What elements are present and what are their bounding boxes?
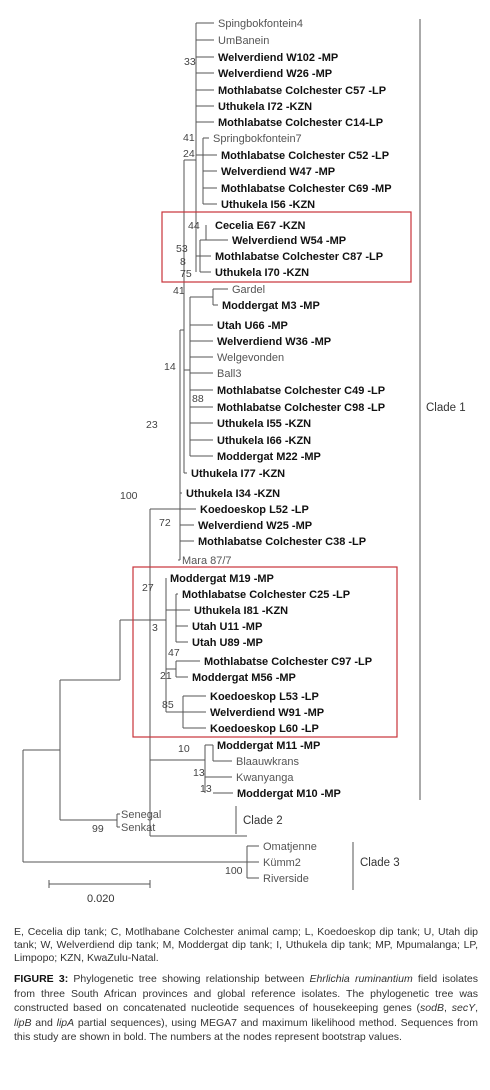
leaf-label: Welverdiend W25 -MP	[198, 520, 312, 532]
leaf-label: Mothlabatse Colchester C52 -LP	[221, 150, 389, 162]
caption-gene-secy: secY	[451, 1002, 476, 1014]
caption-text-2: field isolates from three South African …	[14, 973, 478, 1014]
leaf-label: Mara 87/7	[182, 555, 232, 567]
leaf-label: Utah U66 -MP	[217, 320, 288, 332]
leaf-label: Uthukela I55 -KZN	[217, 418, 311, 430]
leaf-label: Koedoeskop L53 -LP	[210, 691, 319, 703]
leaf-label: Springbokfontein7	[213, 133, 302, 145]
leaf-label: Riverside	[263, 873, 309, 885]
leaf-label: Uthukela I56 -KZN	[221, 199, 315, 211]
clade-2-label: Clade 2	[243, 815, 283, 827]
figure-label: FIGURE 3:	[14, 973, 69, 985]
leaf-label: Moddergat M19 -MP	[170, 573, 274, 585]
caption-sep-2: ,	[475, 1002, 478, 1014]
leaf-label: Welverdiend W102 -MP	[218, 52, 338, 64]
leaf-label: Utah U11 -MP	[192, 621, 262, 633]
bootstrap-value: 8	[180, 256, 186, 268]
caption-text-1: Phylogenetic tree showing relationship b…	[68, 973, 310, 985]
leaf-label: Uthukela I66 -KZN	[217, 435, 311, 447]
clade-1-label: Clade 1	[426, 402, 466, 414]
leaf-label: Koedoeskop L60 -LP	[210, 723, 319, 735]
bootstrap-value: 75	[180, 268, 192, 280]
leaf-label: Ball3	[217, 368, 241, 380]
bootstrap-value: 41	[183, 132, 195, 144]
leaf-label: Gardel	[232, 284, 265, 296]
leaf-label: Welverdiend W26 -MP	[218, 68, 332, 80]
leaf-label: Mothlabatse Colchester C69 -MP	[221, 183, 392, 195]
leaf-label: Welverdiend W36 -MP	[217, 336, 331, 348]
bootstrap-value: 23	[146, 419, 158, 431]
leaf-label: Uthukela I34 -KZN	[186, 488, 280, 500]
leaf-label: Uthukela I81 -KZN	[194, 605, 288, 617]
bootstrap-value: 100	[120, 490, 138, 502]
leaf-label: Senegal	[121, 809, 161, 821]
caption-gene-lipb: lipB	[14, 1016, 32, 1029]
leaf-label: Mothlabatse Colchester C25 -LP	[182, 589, 350, 601]
bootstrap-value: 3	[152, 622, 158, 634]
leaf-label: Mothlabatse Colchester C38 -LP	[198, 536, 366, 548]
leaf-label: Kwanyanga	[236, 772, 294, 784]
leaf-label: Welverdiend W54 -MP	[232, 235, 346, 247]
caption-species: Ehrlichia ruminantium	[309, 973, 413, 985]
caption-sep-3: and	[31, 1016, 57, 1029]
leaf-label: Omatjenne	[263, 841, 317, 853]
highlight-box-1	[161, 211, 412, 283]
scale-bar-label: 0.020	[87, 893, 115, 905]
bootstrap-value: 100	[225, 865, 243, 877]
bootstrap-value: 41	[173, 285, 185, 297]
leaf-label: Mothlabatse Colchester C97 -LP	[204, 656, 372, 668]
caption-text-3: partial sequences), using MEGA7 and maxi…	[14, 1016, 478, 1044]
leaf-label: Uthukela I72 -KZN	[218, 101, 312, 113]
bootstrap-value: 21	[160, 670, 172, 682]
leaf-label: Mothlabatse Colchester C57 -LP	[218, 85, 386, 97]
bootstrap-value: 33	[184, 56, 196, 68]
bootstrap-value: 24	[183, 148, 195, 160]
caption-sep-1: ,	[443, 1002, 452, 1014]
highlight-box-2	[132, 566, 398, 738]
caption-gene-lipa: lipA	[56, 1016, 75, 1029]
bootstrap-value: 47	[168, 647, 180, 659]
leaf-label: Welverdiend W47 -MP	[221, 166, 335, 178]
leaf-label: Uthukela I77 -KZN	[191, 468, 285, 480]
bootstrap-value: 85	[162, 699, 174, 711]
caption-abbreviations: E, Cecelia dip tank; C, Motlhabane Colch…	[14, 926, 478, 964]
leaf-label: Moddergat M56 -MP	[192, 672, 296, 684]
leaf-label: Kümm2	[263, 857, 301, 869]
leaf-label: Uthukela I70 -KZN	[215, 267, 309, 279]
leaf-label: Utah U89 -MP	[192, 637, 263, 649]
leaf-label: Moddergat M10 -MP	[237, 788, 341, 800]
leaf-label: Moddergat M22 -MP	[217, 451, 321, 463]
bootstrap-value: 53	[176, 243, 188, 255]
bootstrap-value: 13	[193, 767, 205, 779]
bootstrap-value: 27	[142, 582, 154, 594]
leaf-label: Mothlabatse Colchester C49 -LP	[217, 385, 385, 397]
leaf-label: Cecelia E67 -KZN	[215, 220, 306, 232]
leaf-label: Welverdiend W91 -MP	[210, 707, 324, 719]
leaf-label: Moddergat M11 -MP	[217, 740, 320, 752]
leaf-label: Mothlabatse Colchester C98 -LP	[217, 402, 385, 414]
clade-3-label: Clade 3	[360, 857, 400, 869]
caption-gene-sodb: sodB	[420, 1002, 444, 1014]
bootstrap-value: 99	[92, 823, 104, 835]
bootstrap-value: 88	[192, 393, 204, 405]
leaf-label: Mothlabatse Colchester C14-LP	[218, 117, 383, 129]
leaf-label: Welgevonden	[217, 352, 284, 364]
bootstrap-value: 13	[200, 783, 212, 795]
bootstrap-value: 10	[178, 743, 190, 755]
leaf-label: UmBanein	[218, 35, 269, 47]
bootstrap-value: 14	[164, 361, 176, 373]
leaf-label: Spingbokfontein4	[218, 18, 303, 30]
leaf-label: Moddergat M3 -MP	[222, 300, 320, 312]
bootstrap-value: 44	[188, 220, 200, 232]
leaf-label: Mothlabatse Colchester C87 -LP	[215, 251, 383, 263]
bootstrap-value: 72	[159, 517, 171, 529]
leaf-label: Blaauwkrans	[236, 756, 299, 768]
leaf-label: Koedoeskop L52 -LP	[200, 504, 309, 516]
figure-caption: FIGURE 3: Phylogenetic tree showing rela…	[14, 972, 478, 1045]
leaf-label: Senkat	[121, 822, 155, 834]
